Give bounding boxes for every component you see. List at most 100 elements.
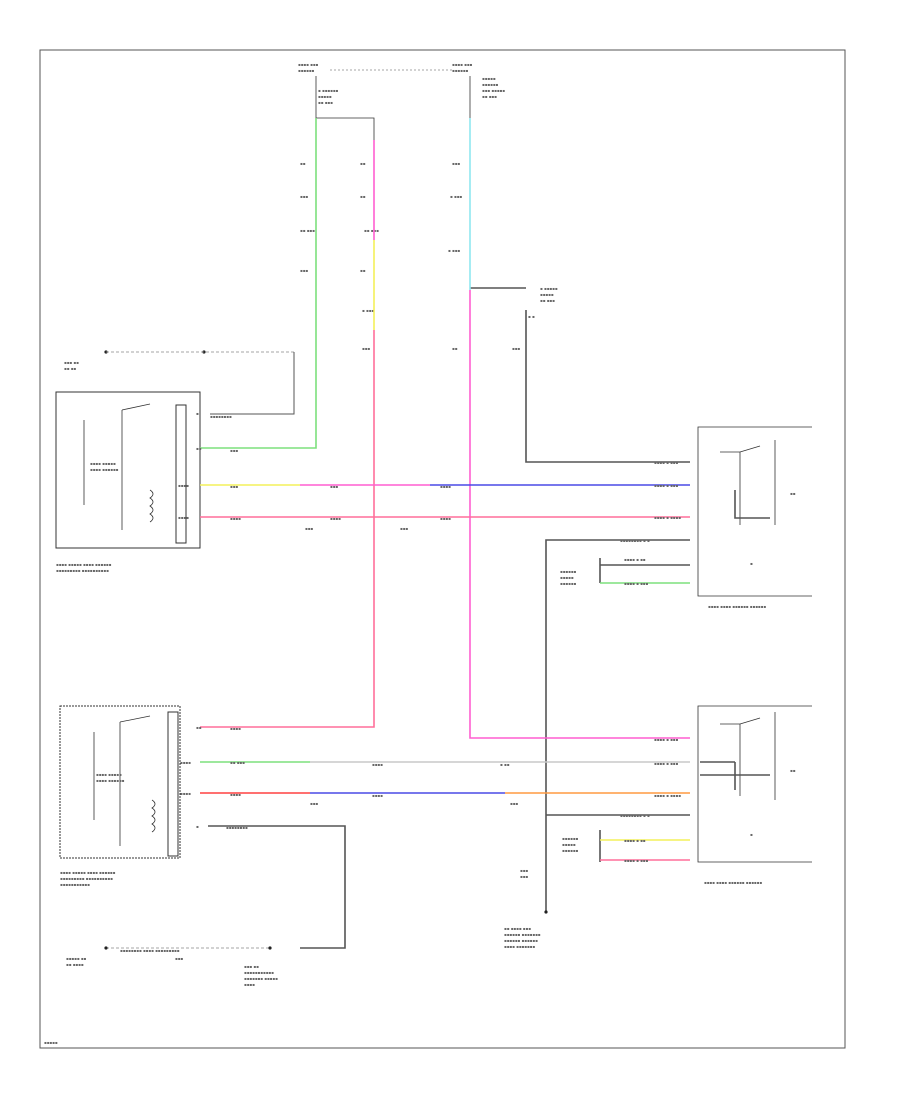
svg-text:▪▪▪▪ ▪ ▪▪▪: ▪▪▪▪ ▪ ▪▪▪ [624,858,649,863]
svg-text:▪▪▪: ▪▪▪ [310,801,318,806]
svg-text:▪▪▪▪: ▪▪▪▪ [230,726,241,731]
svg-text:▪▪▪▪: ▪▪▪▪ [244,982,255,987]
svg-text:▪▪▪▪▪▪: ▪▪▪▪▪▪ [562,836,579,841]
svg-text:▪▪▪▪ ▪ ▪▪: ▪▪▪▪ ▪ ▪▪ [624,838,646,843]
svg-text:▪▪ ▪▪▪▪ ▪▪▪: ▪▪ ▪▪▪▪ ▪▪▪ [504,926,531,931]
svg-text:▪▪▪: ▪▪▪ [452,161,460,166]
left-seat-heater-switch: ▪▪ ▪ ▪▪▪▪ ▪▪▪▪ ▪▪▪▪▪▪ ▪▪▪▪▪▪ [697,426,812,609]
svg-text:▪ ▪: ▪ ▪ [528,314,535,319]
svg-text:▪▪▪▪▪▪▪▪▪▪▪: ▪▪▪▪▪▪▪▪▪▪▪ [60,882,90,887]
diagram-frame [39,49,846,1049]
svg-text:▪▪▪: ▪▪▪ [175,956,183,961]
svg-text:▪▪: ▪▪ [452,346,458,351]
svg-text:▪▪▪▪▪▪▪▪ ▪ ▪: ▪▪▪▪▪▪▪▪ ▪ ▪ [620,813,650,818]
svg-text:▪▪▪▪▪: ▪▪▪▪▪ [44,1040,58,1045]
svg-text:▪▪▪▪▪▪: ▪▪▪▪▪▪ [560,569,577,574]
svg-text:▪ ▪▪▪: ▪ ▪▪▪ [362,308,374,313]
svg-text:▪▪▪▪ ▪▪▪: ▪▪▪▪ ▪▪▪ [452,62,473,67]
svg-text:▪▪▪: ▪▪▪ [510,801,518,806]
bottom-labels: ▪▪▪▪▪ ▪▪ ▪▪ ▪▪▪▪ ▪▪▪▪▪▪▪▪ ▪▪▪▪ ▪▪▪▪▪▪▪▪▪… [44,868,541,1045]
svg-text:▪▪▪▪▪ ▪▪: ▪▪▪▪▪ ▪▪ [66,956,87,961]
svg-text:▪▪▪▪▪: ▪▪▪▪▪ [318,94,332,99]
svg-text:▪▪▪▪: ▪▪▪▪ [180,791,191,796]
svg-text:▪▪▪▪ ▪ ▪▪▪▪: ▪▪▪▪ ▪ ▪▪▪▪ [654,515,681,520]
svg-text:▪▪▪▪ ▪ ▪▪▪▪: ▪▪▪▪ ▪ ▪▪▪▪ [654,793,681,798]
svg-text:▪▪▪▪▪▪: ▪▪▪▪▪▪ [562,848,579,853]
svg-text:▪ ▪▪▪▪▪▪: ▪ ▪▪▪▪▪▪ [318,88,339,93]
svg-text:▪▪▪▪: ▪▪▪▪ [178,483,189,488]
top-fuse-block: ▪▪▪▪ ▪▪▪ ▪▪▪▪▪▪ ▪▪▪▪ ▪▪▪ ▪▪▪▪▪▪ ▪ ▪▪▪▪▪▪… [298,62,505,140]
svg-text:▪▪▪▪: ▪▪▪▪ [178,515,189,520]
svg-text:▪: ▪ [750,561,753,566]
svg-text:▪▪▪▪ ▪▪▪▪▪ ▪▪▪▪ ▪▪▪▪▪▪: ▪▪▪▪ ▪▪▪▪▪ ▪▪▪▪ ▪▪▪▪▪▪ [56,562,112,567]
svg-text:▪▪ ▪▪▪: ▪▪ ▪▪▪ [482,94,497,99]
right-front-seat-heater: ▪▪▪▪ ▪▪▪▪▪ ▪▪▪▪ ▪▪▪▪▪▪ ▪▪▪▪ ▪▪▪▪▪ ▪▪▪▪ ▪… [59,705,181,887]
svg-text:▪▪▪▪▪: ▪▪▪▪▪ [562,842,576,847]
svg-text:▪▪▪▪ ▪ ▪▪▪: ▪▪▪▪ ▪ ▪▪▪ [654,483,679,488]
svg-text:▪▪▪: ▪▪▪ [230,448,238,453]
svg-text:▪▪▪▪▪▪▪▪▪ ▪▪▪▪▪▪▪▪▪▪: ▪▪▪▪▪▪▪▪▪ ▪▪▪▪▪▪▪▪▪▪ [60,876,113,881]
svg-text:▪▪▪▪ ▪▪▪▪▪▪▪: ▪▪▪▪ ▪▪▪▪▪▪▪ [504,944,535,949]
svg-text:▪▪▪▪ ▪▪▪▪▪ ▪▪▪▪ ▪▪▪▪▪▪: ▪▪▪▪ ▪▪▪▪▪ ▪▪▪▪ ▪▪▪▪▪▪ [60,870,116,875]
svg-text:▪▪▪▪ ▪ ▪▪▪: ▪▪▪▪ ▪ ▪▪▪ [654,737,679,742]
svg-text:▪▪ ▪▪▪▪: ▪▪ ▪▪▪▪ [66,962,84,967]
svg-text:▪▪▪▪▪▪▪▪ ▪▪▪▪ ▪▪▪▪▪▪▪▪▪: ▪▪▪▪▪▪▪▪ ▪▪▪▪ ▪▪▪▪▪▪▪▪▪ [120,948,180,953]
svg-text:▪▪▪▪ ▪ ▪▪▪: ▪▪▪▪ ▪ ▪▪▪ [624,581,649,586]
svg-text:▪▪▪▪▪: ▪▪▪▪▪ [540,292,554,297]
svg-text:▪ ▪▪▪: ▪ ▪▪▪ [448,248,460,253]
svg-text:▪▪▪▪▪▪▪▪: ▪▪▪▪▪▪▪▪ [226,825,248,830]
svg-text:▪ ▪▪▪: ▪ ▪▪▪ [450,194,462,199]
svg-text:▪▪ ▪▪▪: ▪▪ ▪▪▪ [230,760,245,765]
svg-text:▪▪▪▪ ▪ ▪▪: ▪▪▪▪ ▪ ▪▪ [624,557,646,562]
svg-text:▪▪▪▪: ▪▪▪▪ [372,793,383,798]
svg-text:▪▪▪▪ ▪ ▪▪▪: ▪▪▪▪ ▪ ▪▪▪ [654,761,679,766]
svg-text:▪▪▪ ▪▪: ▪▪▪ ▪▪ [244,964,259,969]
svg-text:▪▪▪▪: ▪▪▪▪ [330,516,341,521]
svg-text:▪▪▪: ▪▪▪ [520,868,528,873]
svg-text:▪▪: ▪▪ [360,161,366,166]
svg-text:▪▪▪▪: ▪▪▪▪ [440,484,451,489]
svg-text:▪▪ ▪▪▪: ▪▪ ▪▪▪ [300,228,315,233]
svg-text:▪▪▪▪▪▪▪▪: ▪▪▪▪▪▪▪▪ [210,414,232,419]
illumination-labels: ▪▪▪▪▪▪ ▪▪▪▪▪ ▪▪▪▪▪▪ ▪▪▪▪▪▪ ▪▪▪▪▪ ▪▪▪▪▪▪ [560,569,579,853]
svg-text:▪▪ ▪▪: ▪▪ ▪▪ [64,366,76,371]
svg-text:▪▪▪▪ ▪▪▪: ▪▪▪▪ ▪▪▪ [298,62,319,67]
svg-text:▪▪: ▪▪ [790,491,796,496]
svg-text:▪▪▪▪▪▪▪▪▪▪▪: ▪▪▪▪▪▪▪▪▪▪▪ [244,970,274,975]
wire-labels: ▪▪ ▪▪ ▪▪▪ ▪▪▪ ▪▪ ▪ ▪▪▪ ▪▪ ▪▪▪ ▪▪ ▪▪▪ ▪ ▪… [300,161,558,351]
svg-text:▪▪: ▪▪ [360,268,366,273]
svg-text:▪▪: ▪▪ [360,194,366,199]
left-front-seat-heater: ▪▪▪▪ ▪▪▪▪▪ ▪▪▪▪ ▪▪▪▪▪▪ ▪▪▪▪ ▪▪▪▪▪ ▪▪▪▪ ▪… [55,391,201,573]
svg-text:▪▪▪▪▪▪ ▪▪▪▪▪▪: ▪▪▪▪▪▪ ▪▪▪▪▪▪ [504,938,538,943]
svg-text:▪▪▪▪: ▪▪▪▪ [372,762,383,767]
svg-text:▪▪▪: ▪▪▪ [520,874,528,879]
svg-text:▪▪▪▪ ▪▪▪▪▪▪: ▪▪▪▪ ▪▪▪▪▪▪ [96,778,125,783]
svg-text:▪: ▪ [196,411,199,416]
svg-text:▪▪▪: ▪▪▪ [300,194,308,199]
svg-text:▪▪ ▪▪▪: ▪▪ ▪▪▪ [364,228,379,233]
svg-text:▪▪▪▪▪▪▪ ▪▪▪▪▪: ▪▪▪▪▪▪▪ ▪▪▪▪▪ [244,976,278,981]
svg-text:▪: ▪ [750,832,753,837]
svg-text:▪▪▪: ▪▪▪ [305,526,313,531]
svg-text:▪▪▪: ▪▪▪ [330,484,338,489]
svg-text:▪▪▪ ▪▪: ▪▪▪ ▪▪ [64,360,79,365]
svg-text:▪▪▪▪▪▪▪▪ ▪ ▪: ▪▪▪▪▪▪▪▪ ▪ ▪ [620,538,650,543]
svg-text:▪▪▪▪▪▪: ▪▪▪▪▪▪ [482,82,499,87]
svg-text:▪▪▪: ▪▪▪ [300,268,308,273]
svg-text:▪▪ ▪▪▪: ▪▪ ▪▪▪ [540,298,555,303]
svg-text:▪▪▪▪ ▪ ▪▪▪: ▪▪▪▪ ▪ ▪▪▪ [654,460,679,465]
svg-text:▪▪▪▪: ▪▪▪▪ [440,516,451,521]
svg-text:▪▪▪▪ ▪▪▪▪▪▪: ▪▪▪▪ ▪▪▪▪▪▪ [90,467,119,472]
svg-text:▪▪▪▪ ▪▪▪▪ ▪▪▪▪▪▪ ▪▪▪▪▪▪: ▪▪▪▪ ▪▪▪▪ ▪▪▪▪▪▪ ▪▪▪▪▪▪ [708,604,766,609]
svg-text:▪▪▪▪ ▪▪▪▪▪: ▪▪▪▪ ▪▪▪▪▪ [96,772,122,777]
svg-text:▪▪▪▪ ▪▪▪▪ ▪▪▪▪▪▪ ▪▪▪▪▪▪: ▪▪▪▪ ▪▪▪▪ ▪▪▪▪▪▪ ▪▪▪▪▪▪ [704,880,762,885]
svg-text:▪▪▪▪▪▪: ▪▪▪▪▪▪ [560,581,577,586]
gray-wires [104,287,770,950]
svg-text:▪▪: ▪▪ [300,161,306,166]
svg-text:▪▪▪: ▪▪▪ [400,526,408,531]
svg-text:▪▪▪▪▪: ▪▪▪▪▪ [560,575,574,580]
svg-text:▪▪▪▪: ▪▪▪▪ [180,760,191,765]
svg-text:▪▪▪▪▪: ▪▪▪▪▪ [482,76,496,81]
svg-text:▪▪▪ ▪▪▪▪▪: ▪▪▪ ▪▪▪▪▪ [482,88,505,93]
svg-text:▪▪▪▪▪▪: ▪▪▪▪▪▪ [298,68,315,73]
